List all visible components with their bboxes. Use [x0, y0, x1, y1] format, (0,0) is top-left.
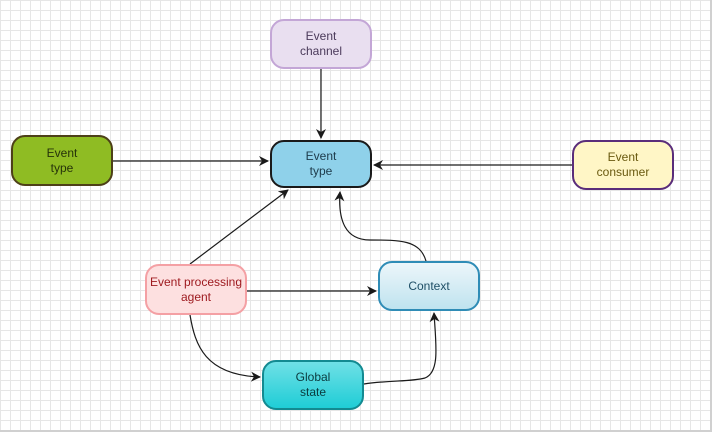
node-label: Event processing agent [149, 274, 243, 304]
edge-context-to-center [334, 191, 427, 262]
node-label: Event consumer [596, 150, 650, 179]
node-label: Event channel [299, 29, 343, 58]
node-label: Context [408, 278, 450, 293]
node-label: Event type [305, 149, 337, 178]
node-event-consumer[interactable]: Event consumer [572, 140, 674, 190]
node-event-type-left[interactable]: Event type [11, 135, 113, 186]
node-label: Global state [295, 370, 331, 399]
node-global-state[interactable]: Global state [262, 360, 364, 410]
node-event-processing-agent[interactable]: Event processing agent [145, 264, 247, 315]
node-event-type-center[interactable]: Event type [270, 140, 372, 188]
edge-agent-to-center [189, 189, 289, 265]
node-context[interactable]: Context [378, 261, 480, 311]
node-label: Event type [46, 145, 78, 175]
edge-agent-to-global [189, 314, 261, 382]
node-event-channel[interactable]: Event channel [270, 19, 372, 69]
edge-global-to-context [363, 312, 440, 385]
